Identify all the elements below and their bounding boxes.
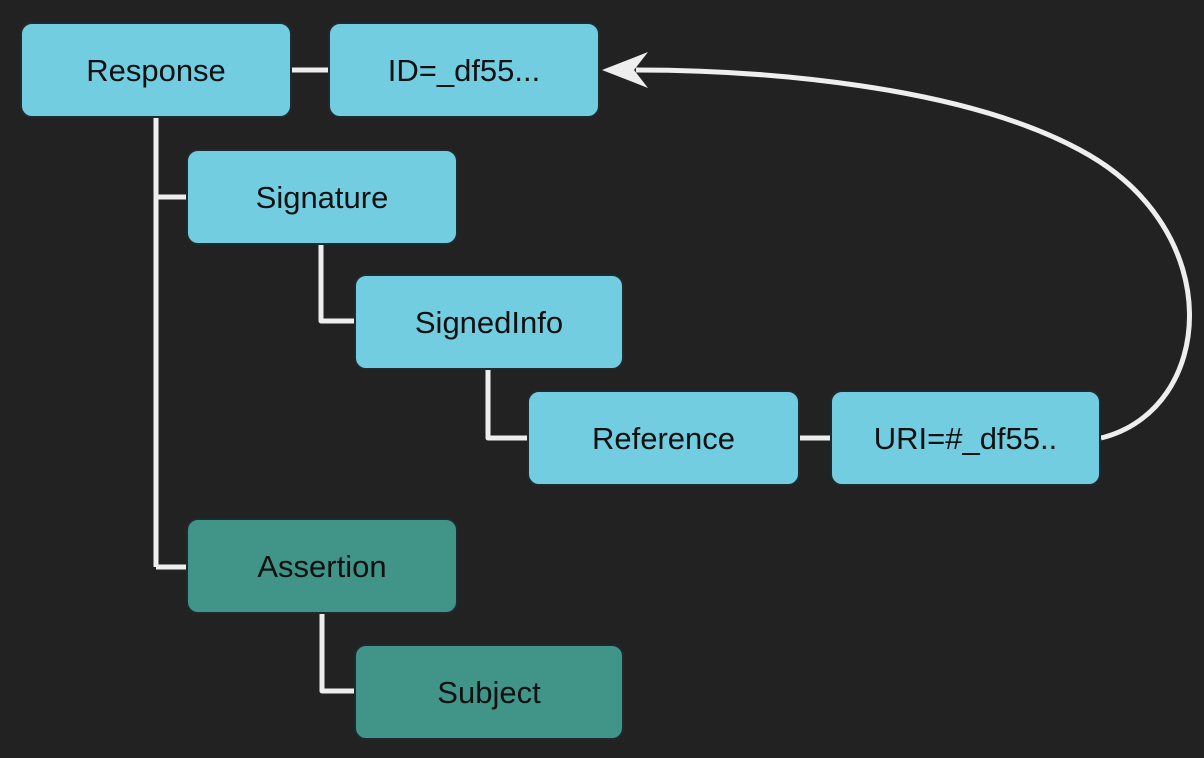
uri-reference-arrowhead [602,52,648,88]
assertion-node: Assertion [186,518,458,614]
reference-uri-node: URI=#_df55.. [830,390,1101,486]
uri-reference-arrow-curve [635,67,1192,441]
signedinfo-node: SignedInfo [354,274,624,370]
signature-node: Signature [186,149,458,245]
reference-node: Reference [527,390,800,486]
subject-node: Subject [354,644,624,740]
signedinfo-to-reference-connector [485,370,527,441]
response-id-node: ID=_df55... [328,22,600,118]
assertion-to-subject-connector [319,614,354,694]
signature-to-signedinfo-connector [318,245,354,324]
response-node: Response [20,22,292,118]
